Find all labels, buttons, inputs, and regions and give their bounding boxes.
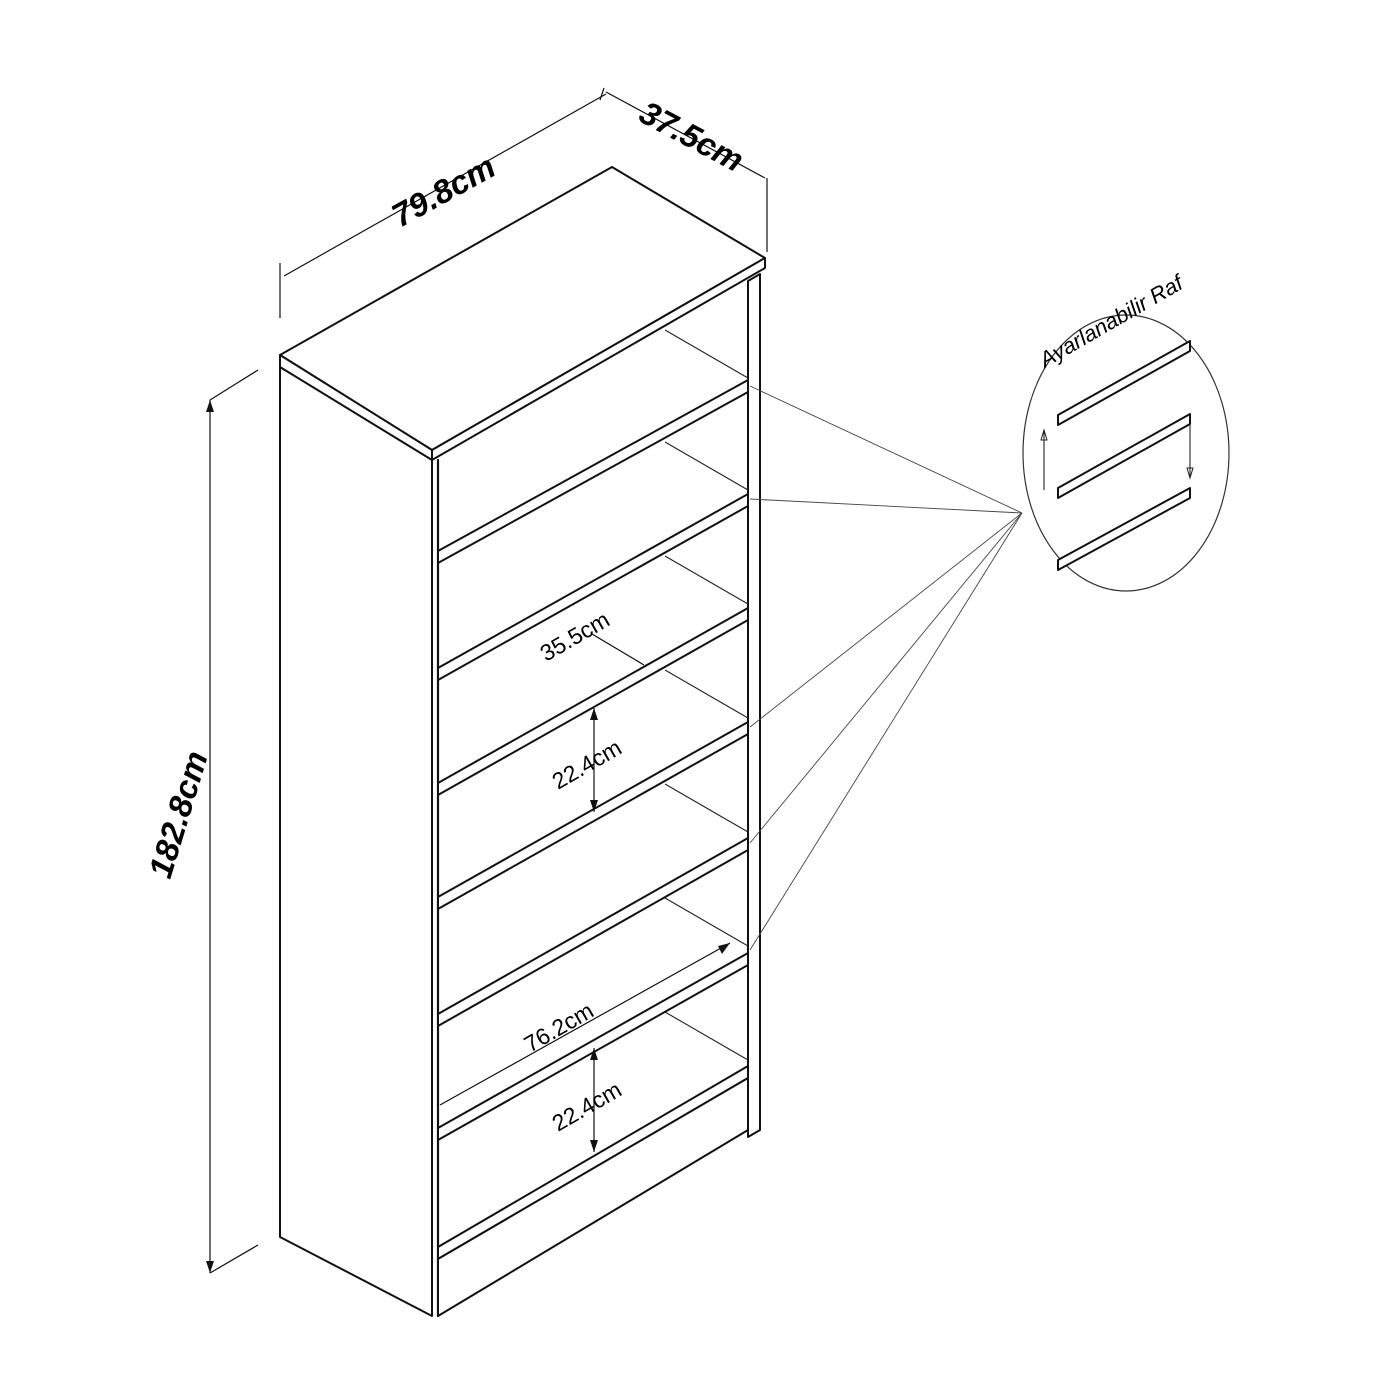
shelf <box>437 607 749 796</box>
top-board-side-edge <box>431 257 766 461</box>
shelf <box>437 952 749 1141</box>
shelf <box>437 493 749 681</box>
shelf-gap-lower-label: 22.4cm <box>548 1076 626 1136</box>
depth-label: 37.5cm <box>634 94 750 179</box>
leader-lines <box>749 385 1023 951</box>
height-label: 182.8cm <box>141 747 214 882</box>
right-side-panel <box>747 273 761 1138</box>
arrow-head <box>590 1140 598 1152</box>
shelf <box>437 379 749 564</box>
shelf <box>437 837 749 1027</box>
arrow-head <box>590 1048 598 1060</box>
adjustable-shelf-detail: Ayarlanabilir Raf <box>1022 269 1230 592</box>
detail-shelf <box>1057 340 1191 426</box>
arrow-head <box>590 708 598 720</box>
arrow-head <box>206 1261 214 1273</box>
down-arrow-icon <box>1186 467 1194 480</box>
bookshelf <box>279 166 766 1318</box>
left-side-panel <box>279 366 433 1317</box>
shelf-gap-upper-label: 22.4cm <box>548 734 626 794</box>
plinth <box>437 1077 749 1317</box>
width-label: 79.8cm <box>385 147 501 234</box>
arrow-head <box>206 400 214 412</box>
up-arrow-icon <box>1040 428 1048 441</box>
dimension-lines <box>206 87 768 1274</box>
shelves <box>437 379 749 1260</box>
back-panel-lines <box>664 329 749 1061</box>
shelf <box>437 721 749 910</box>
arrow-head <box>590 800 598 812</box>
arrow-head <box>718 943 730 954</box>
detail-shelf <box>1057 487 1191 571</box>
